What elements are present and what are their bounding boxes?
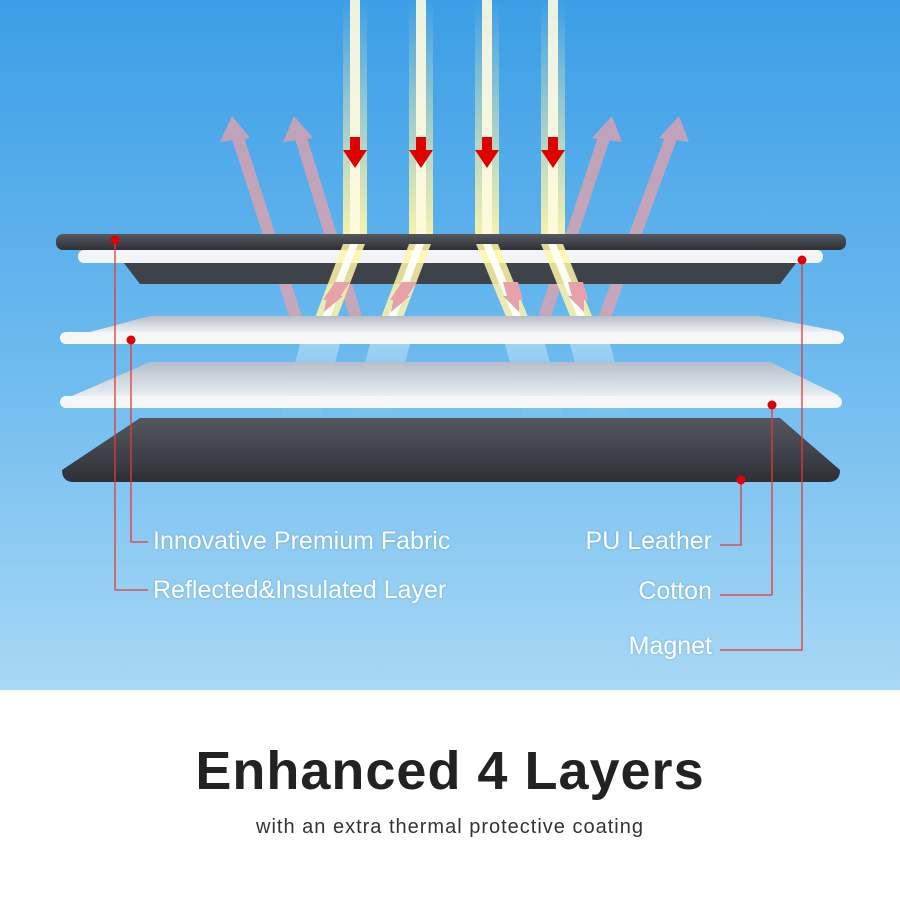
down-arrow-icon [568,296,584,312]
marker-dot [736,475,746,485]
reflected-ray-2 [283,116,366,332]
up-arrow-icon [283,116,313,142]
down-arrow-icon [324,296,343,312]
layers-illustration [0,0,900,690]
layers-diagram: Innovative Premium Fabric Reflected&Insu… [0,0,900,690]
up-arrow-icon [220,116,250,142]
reflected-ray-1 [220,116,306,332]
marker-dot [797,255,807,265]
footer: Enhanced 4 Layers with an extra thermal … [0,690,900,900]
incoming-arrows [343,137,565,168]
leader-line-cotton [720,405,773,596]
label-innovative-premium-fabric: Innovative Premium Fabric [153,527,451,555]
marker-dot [126,335,136,345]
down-arrow-icon [475,137,499,168]
leader-line-pu-leather [720,480,742,546]
leader-line-reflected [114,240,148,591]
transmitted-rays [308,244,600,336]
layer-premium-fabric [56,234,846,284]
label-pu-leather: PU Leather [585,527,712,555]
up-arrow-icon [592,116,622,142]
leader-line-fabric [130,340,148,543]
incoming-rays [343,0,565,240]
label-cotton: Cotton [638,577,712,605]
layer-reflected-insulated [60,316,844,344]
leader-line-magnet [720,260,803,651]
footer-title: Enhanced 4 Layers [195,741,705,801]
marker-dot [110,235,120,245]
reflected-ray-3 [534,116,622,332]
leader-lines [114,240,803,651]
marker-dot [767,400,777,410]
down-arrow-icon [343,137,367,168]
reflected-rays [220,116,689,333]
down-arrow-icon [391,296,410,312]
label-reflected-insulated-layer: Reflected&Insulated Layer [153,576,447,604]
reflected-ray-4 [594,116,689,333]
layer-magnet [62,418,840,482]
down-arrow-icon [503,296,519,312]
down-arrow-icon [541,137,565,168]
footer-subtitle: with an extra thermal protective coating [256,816,644,838]
layer-cotton [60,362,842,408]
sky-background [0,0,900,690]
label-magnet: Magnet [628,632,712,660]
down-arrow-icon [409,137,433,168]
marker-dots [110,235,807,485]
up-arrow-icon [659,116,689,142]
